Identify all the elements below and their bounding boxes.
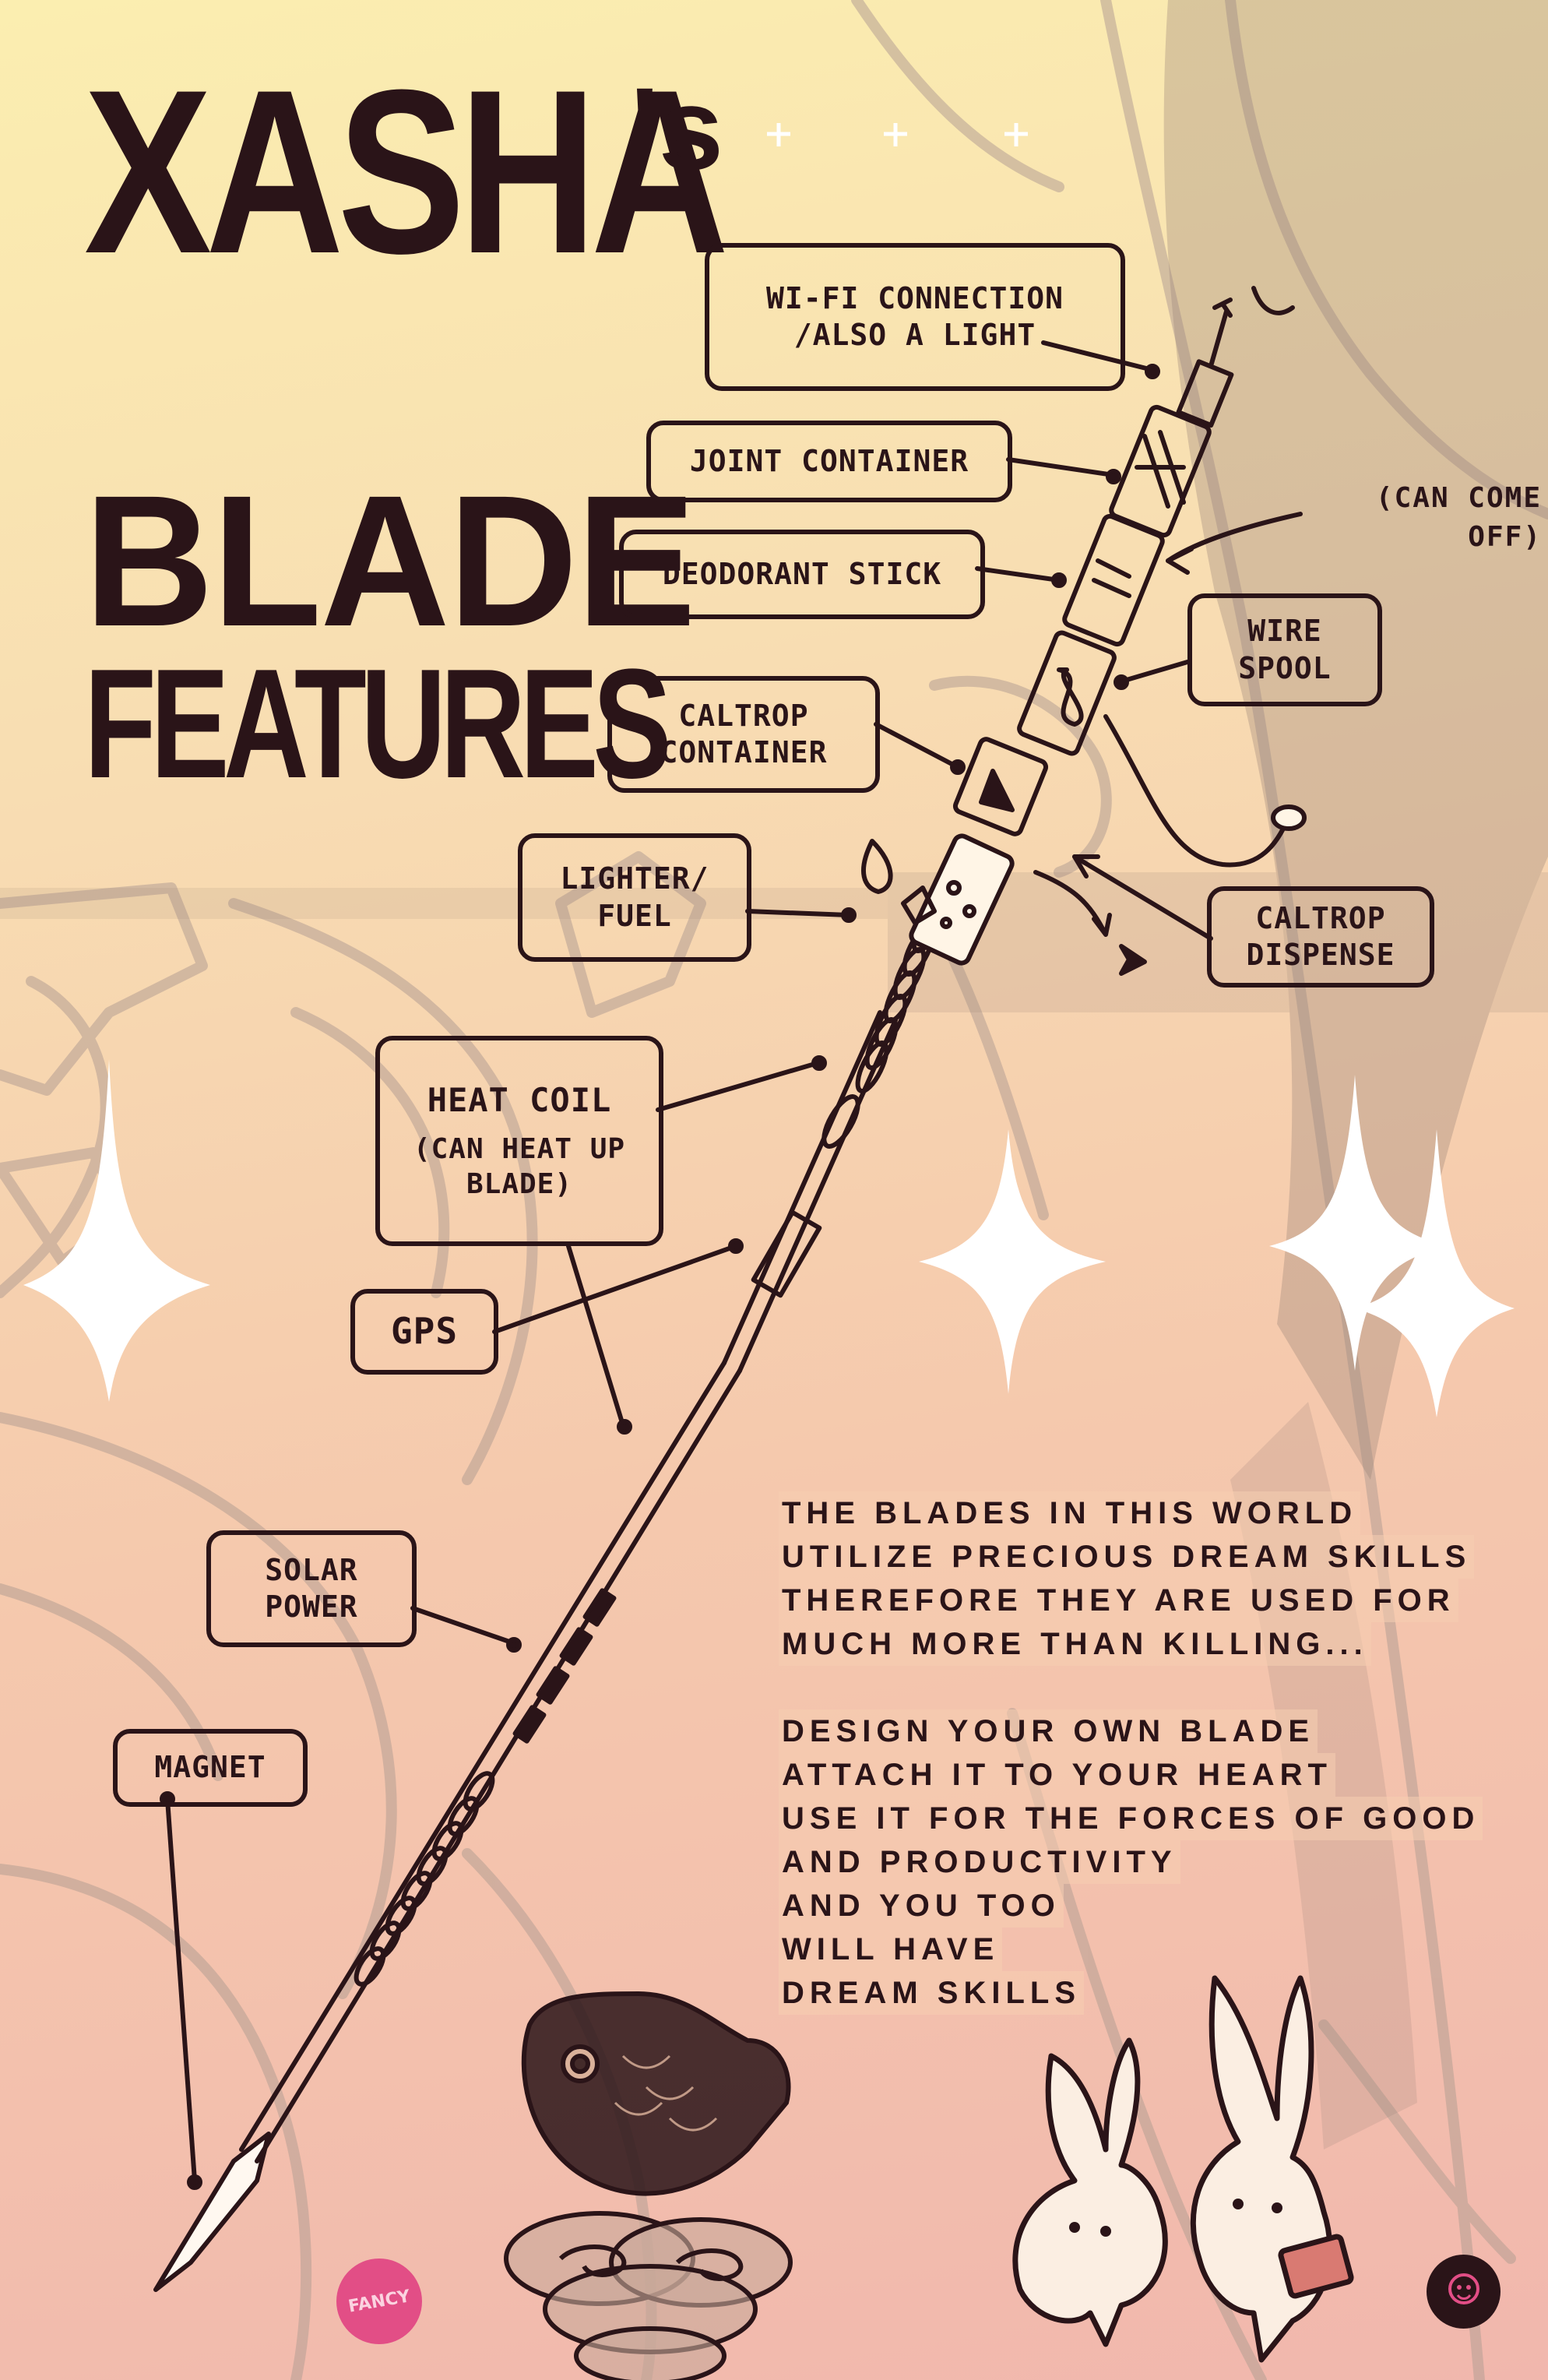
label-wire-spool-line1: WIRE (1247, 614, 1322, 648)
manifesto-line: UTILIZE PRECIOUS DREAM SKILLS (779, 1535, 1475, 1579)
label-caltrop-dispense-line2: DISPENSE (1246, 938, 1395, 972)
blade-shaft (239, 1361, 742, 2163)
title-line2: BLADE (84, 456, 696, 665)
label-heat-coil-line3: BLADE) (466, 1168, 573, 1201)
leader-heat-coil-blade (566, 1244, 625, 1428)
label-magnet: MAGNET (113, 1729, 308, 1807)
label-heat-coil-line2: (CAN HEAT UP (413, 1133, 626, 1166)
manifesto-line: DREAM SKILLS (779, 1971, 1084, 2015)
label-caltrop-container: CALTROP CONTAINER (607, 676, 880, 793)
label-wire-spool-line2: SPOOL (1238, 650, 1332, 685)
wifi-antenna (1208, 298, 1233, 368)
gps-module (751, 1209, 822, 1298)
manifesto-line: DESIGN YOUR OWN BLADE (779, 1709, 1318, 1753)
manifesto-text: THE BLADES IN THIS WORLD UTILIZE PRECIOU… (779, 1491, 1526, 2015)
caltrop-arrow (1033, 870, 1112, 937)
label-joint-container: JOINT CONTAINER (646, 421, 1012, 502)
label-wifi-line2: /ALSO A LIGHT (793, 318, 1036, 352)
leader-caltrop-container (874, 722, 960, 769)
leader-caltrop-dispense (1072, 854, 1213, 941)
label-wire-spool: WIRE SPOOL (1187, 593, 1382, 706)
label-lighter: LIGHTER/ FUEL (518, 833, 751, 962)
sparkle-3 (1269, 1075, 1448, 1371)
label-gps-text: GPS (390, 1310, 459, 1353)
label-deodorant-text: DEODORANT STICK (662, 556, 942, 591)
lower-rings (354, 1771, 495, 1987)
smiley-icon (1448, 2273, 1479, 2304)
leader-magnet (165, 1797, 197, 2183)
caltrop-icon (1119, 944, 1147, 976)
manifesto-line: WILL HAVE (779, 1928, 1003, 1971)
solar-cells (512, 1588, 617, 1744)
leader-wifi (1041, 340, 1155, 372)
fancy-badge-text: FANCY (347, 2286, 412, 2317)
label-lighter-line1: LIGHTER/ (560, 861, 709, 896)
bunny-left (1012, 2037, 1168, 2347)
wire-spool (1017, 630, 1117, 756)
manifesto-line: AND PRODUCTIVITY (779, 1840, 1180, 1884)
leader-solar (410, 1606, 516, 1646)
manifesto-line: ATTACH IT TO YOUR HEART (779, 1753, 1335, 1797)
joint-container (1109, 404, 1212, 538)
label-wifi-line1: WI-FI CONNECTION (765, 280, 1064, 315)
note-can-come-off: (CAN COME OFF) (1308, 479, 1542, 558)
lighter-body (909, 833, 1015, 966)
label-solar-line2: POWER (265, 1590, 358, 1624)
note-can-come-off-line2: OFF) (1468, 521, 1542, 554)
leader-heat-coil (656, 1061, 820, 1112)
manifesto-line: MUCH MORE THAN KILLING... (779, 1622, 1371, 1666)
manifesto-line: THEREFORE THEY ARE USED FOR (779, 1579, 1458, 1622)
label-gps: GPS (350, 1289, 498, 1375)
label-heat-coil: HEAT COIL (CAN HEAT UP BLADE) (375, 1036, 663, 1246)
label-solar-power: SOLAR POWER (206, 1530, 417, 1647)
label-magnet-text: MAGNET (154, 1750, 266, 1785)
leader-deodorant (975, 566, 1061, 583)
wire-cable (1103, 714, 1287, 868)
manifesto-line: USE IT FOR THE FORCES OF GOOD (779, 1797, 1483, 1840)
sparkle-4 (1355, 1129, 1515, 1417)
label-caltrop-dispense: CALTROP DISPENSE (1207, 886, 1434, 988)
title-name: XASHA (84, 40, 729, 302)
label-deodorant: DEODORANT STICK (619, 530, 985, 619)
manifesto-line: AND YOU TOO (779, 1884, 1064, 1928)
leader-lighter (745, 909, 851, 917)
skull-stamp-icon (1427, 2255, 1501, 2329)
blade-tip (153, 2132, 271, 2292)
label-joint-text: JOINT CONTAINER (689, 443, 969, 478)
label-solar-line1: SOLAR (265, 1552, 358, 1587)
label-wifi: WI-FI CONNECTION /ALSO A LIGHT (705, 243, 1125, 391)
leader-gps (492, 1244, 738, 1334)
manifesto-line: THE BLADES IN THIS WORLD (779, 1491, 1361, 1535)
label-caltrop-container-line1: CALTROP (678, 698, 809, 733)
note-can-come-off-line1: (CAN COME (1375, 482, 1542, 514)
sparkle-1 (23, 1059, 210, 1402)
fish-icon (521, 1991, 791, 2196)
title-possessive: 's (631, 63, 724, 194)
fancy-badge: FANCY (336, 2259, 422, 2344)
cloud-swirls (504, 2211, 793, 2380)
leader-joint (1006, 457, 1116, 477)
title-line3: FEATURES (84, 637, 672, 811)
label-lighter-line2: FUEL (597, 898, 672, 933)
bunny-right (1190, 1975, 1333, 2363)
leader-wire-spool (1119, 660, 1190, 684)
label-caltrop-dispense-line1: CALTROP (1255, 900, 1386, 935)
label-heat-coil-line1: HEAT COIL (427, 1080, 612, 1119)
flame-icon (860, 839, 893, 894)
caltrop-container (952, 737, 1049, 836)
sparkle-2 (919, 1129, 1106, 1394)
label-caltrop-container-line2: CONTAINER (660, 735, 828, 769)
